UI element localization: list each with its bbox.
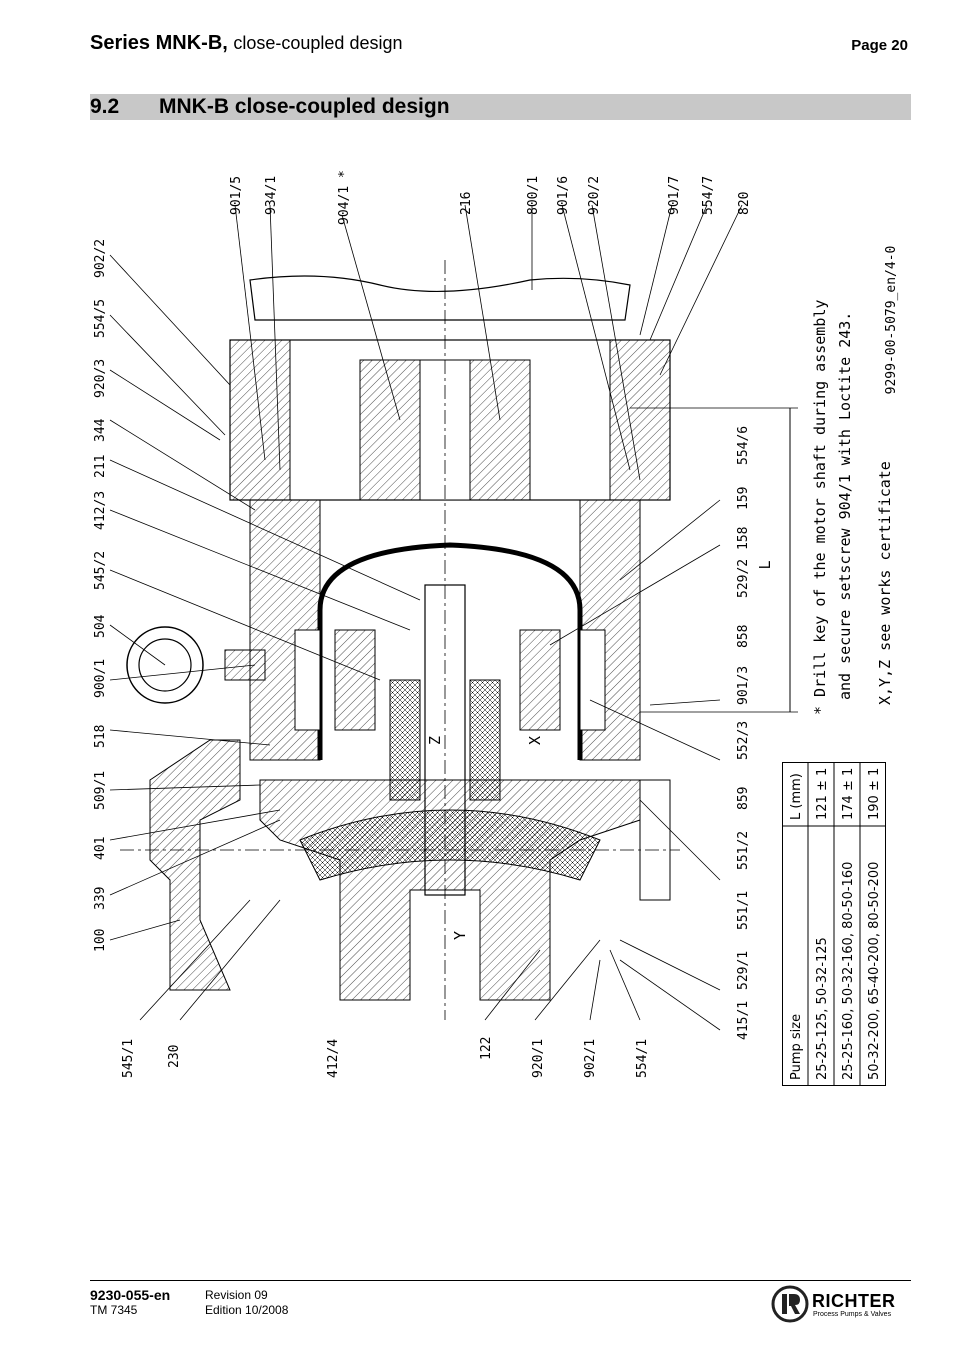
eye-bolt-shank: [224, 649, 266, 681]
richter-logo-icon: [771, 1285, 809, 1323]
table-cell-l: 174 ± 1: [841, 768, 856, 820]
label-right: 859: [736, 787, 751, 810]
shroud-lining: [318, 542, 582, 760]
table-header-l: L (mm): [789, 773, 804, 820]
table-header-size: Pump size: [789, 1014, 804, 1080]
labels-top: 901/5 934/1 904/1 * 216 800/1 901/6 920/…: [229, 170, 752, 225]
richter-wordmark: RICHTER: [812, 1291, 896, 1311]
label-left: 902/2: [93, 239, 108, 278]
revision: Revision 09: [205, 1288, 268, 1302]
label-right: 858: [736, 625, 751, 648]
label-right: 554/6: [736, 426, 751, 465]
inner-magnet-right: [519, 629, 561, 731]
series-title: Series MNK-B,: [90, 32, 228, 54]
label-bottom: 545/1: [121, 1039, 136, 1078]
label-top: 901/5: [229, 176, 244, 215]
labels-right: 554/6 159 158 529/2 858 901/3 552/3 859 …: [736, 426, 751, 1040]
label-top: 800/1: [526, 176, 541, 215]
label-top: 216: [459, 192, 474, 215]
label-bottom: 920/1: [531, 1039, 546, 1078]
eye-bolt-hole: [138, 638, 192, 692]
label-left: 401: [93, 837, 108, 860]
label-right: 551/2: [736, 831, 751, 870]
label-bottom: 122: [479, 1037, 494, 1060]
label-left: 412/3: [93, 491, 108, 530]
label-bottom: 412/4: [326, 1039, 341, 1078]
label-left: 509/1: [93, 771, 108, 810]
richter-tagline: Process Pumps & Valves: [813, 1311, 892, 1318]
table-cell-l: 121 ± 1: [815, 768, 830, 820]
label-left: 100: [93, 929, 108, 952]
label-top: 901/7: [667, 176, 682, 215]
page-number: Page 20: [851, 37, 908, 54]
mark-y: Y: [451, 931, 469, 940]
casing-suction-flange: [149, 739, 241, 991]
label-bottom: 230: [167, 1045, 182, 1068]
label-right: 529/2: [736, 559, 751, 598]
document-number: 9230-055-en: [90, 1287, 171, 1303]
section-title: MNK-B close-coupled design: [159, 95, 450, 118]
outer-magnet-left: [294, 629, 321, 731]
label-left: 545/2: [93, 551, 108, 590]
label-top: 904/1 *: [337, 170, 352, 225]
casing-right-foot: [639, 779, 671, 901]
leader-lines: [109, 204, 743, 1031]
label-left: 211: [93, 455, 108, 478]
label-right: 415/1: [736, 1001, 751, 1040]
label-left: 339: [93, 887, 108, 910]
drawing-code: 9299-00-5079_en/4-0: [884, 246, 899, 395]
impeller: [299, 809, 601, 881]
richter-logo: RICHTER Process Pumps & Valves: [770, 1284, 910, 1324]
table-cell-l: 190 ± 1: [867, 768, 882, 820]
label-right: 158: [736, 527, 751, 550]
label-top: 820: [737, 192, 752, 215]
label-right: 159: [736, 487, 751, 510]
dimension-L-label: L: [756, 560, 774, 569]
tm-number: TM 7345: [90, 1303, 138, 1317]
label-left: 554/5: [93, 299, 108, 338]
label-bottom: 902/1: [583, 1039, 598, 1078]
label-left: 900/1: [93, 659, 108, 698]
table-cell-size: 25-25-160, 50-32-160, 80-50-160: [841, 862, 856, 1080]
series-subtitle: close-coupled design: [233, 33, 403, 53]
mark-z: Z: [426, 736, 444, 745]
label-top: 920/2: [587, 176, 602, 215]
label-left: 920/3: [93, 359, 108, 398]
label-right: 529/1: [736, 951, 751, 990]
label-right: 552/3: [736, 721, 751, 760]
table-cell-size: 25-25-125, 50-32-125: [815, 937, 830, 1080]
label-top: 934/1: [264, 176, 279, 215]
label-bottom: 554/1: [635, 1039, 650, 1078]
sectional-drawing: 9299-00-5079_en/4-0 L X Y Z * Drill key …: [93, 170, 899, 1078]
label-left: 344: [93, 418, 108, 442]
labels-bottom: 545/1 230 412/4 122 920/1 902/1 554/1: [121, 1037, 650, 1078]
document-header: Series MNK-B, close-coupled design: [90, 32, 403, 55]
table-cell-size: 50-32-200, 65-40-200, 80-50-200: [867, 862, 882, 1080]
flange-right-section: [609, 339, 671, 501]
labels-left: 902/2 554/5 920/3 344 211 412/3 545/2 50…: [93, 239, 108, 952]
eye-bolt-ring: [126, 626, 204, 704]
label-top: 901/6: [556, 176, 571, 215]
note-line-2: and secure setscrew 904/1 with Loctite 2…: [836, 312, 854, 700]
edition: Edition 10/2008: [205, 1303, 289, 1317]
label-top: 554/7: [701, 176, 716, 215]
label-right: 901/3: [736, 666, 751, 705]
note-line-3: X,Y,Z see works certificate: [876, 461, 894, 705]
inner-magnet-left: [334, 629, 376, 731]
label-left: 518: [93, 725, 108, 748]
label-right: 551/1: [736, 891, 751, 930]
label-left: 504: [93, 614, 108, 638]
section-number: 9.2: [90, 95, 120, 118]
motor-outline: [249, 275, 631, 321]
section-heading: 9.2 MNK-B close-coupled design: [90, 94, 911, 120]
pump-size-table: Pump size L (mm) 25-25-125, 50-32-125 12…: [782, 762, 886, 1086]
outer-magnet-right: [579, 629, 606, 731]
note-line-1: * Drill key of the motor shaft during as…: [811, 300, 829, 715]
footer-divider: [90, 1280, 911, 1281]
mark-x: X: [526, 736, 544, 745]
